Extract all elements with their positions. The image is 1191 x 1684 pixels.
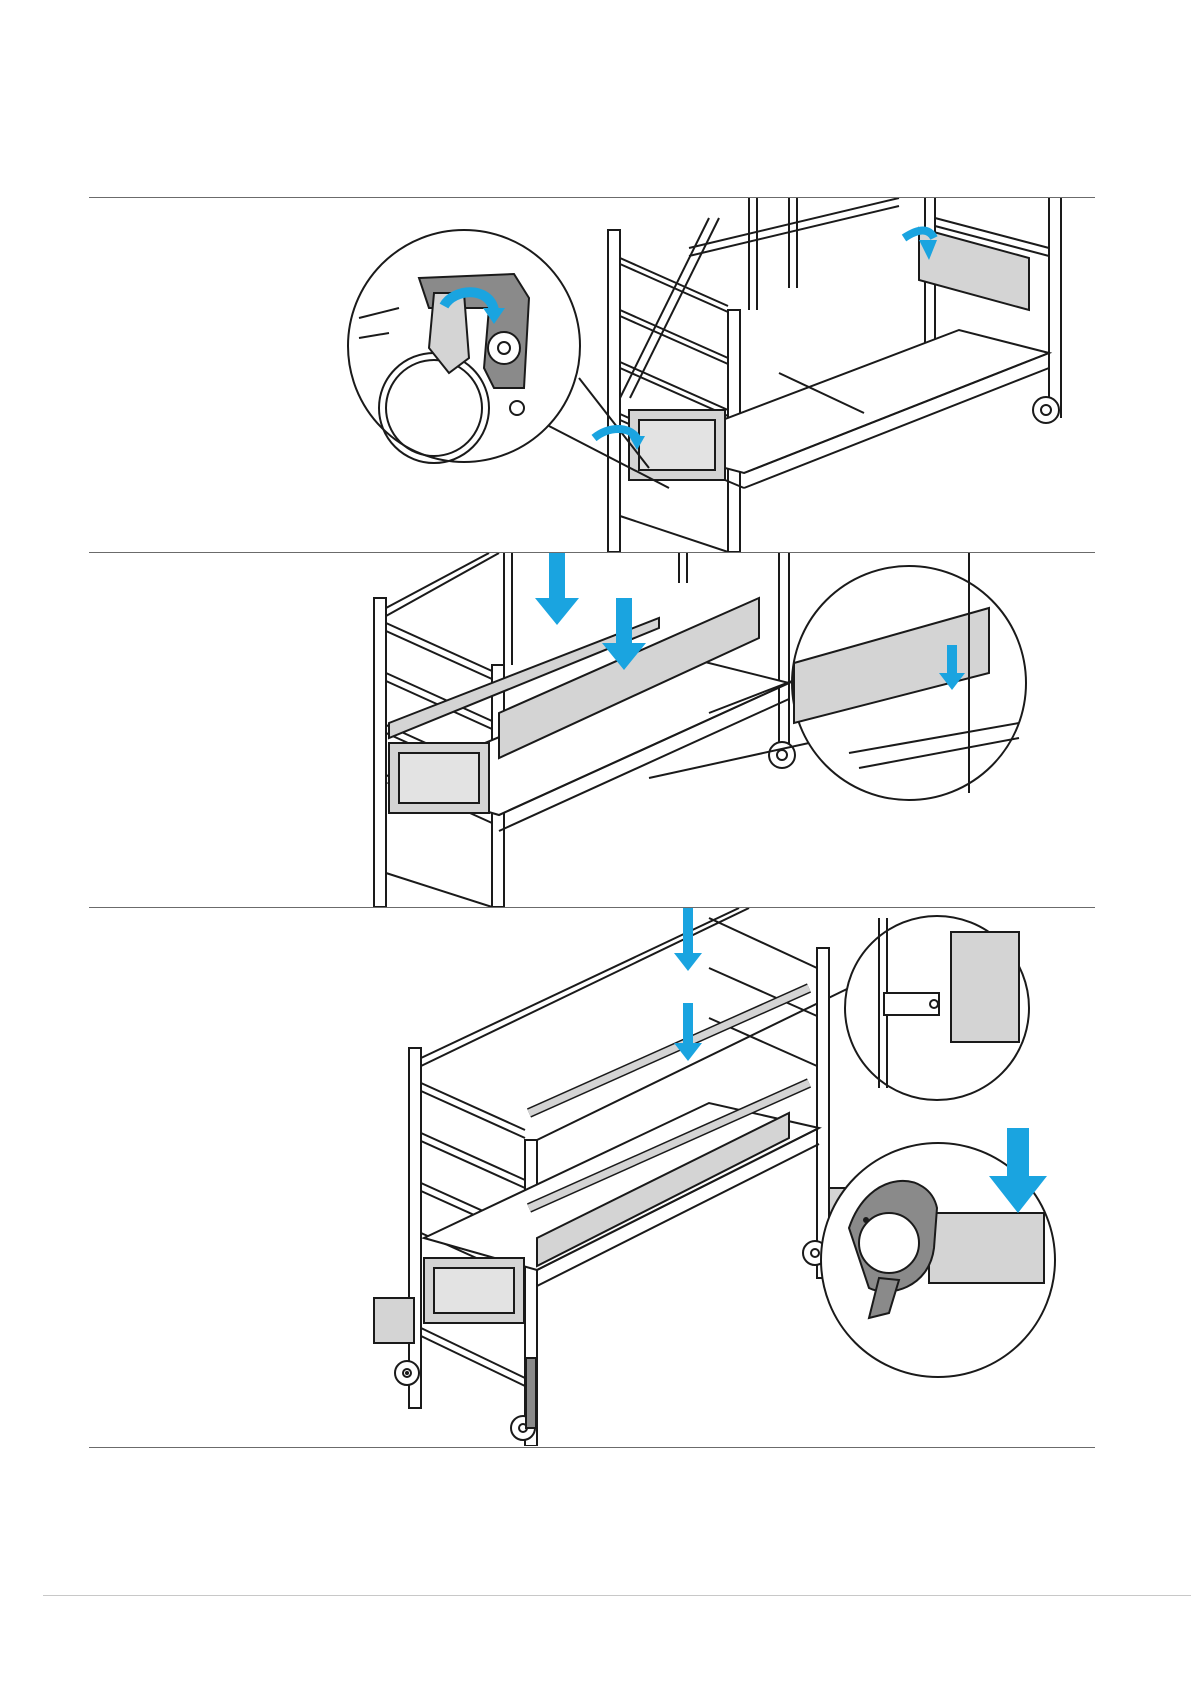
wheel-icon [405,1371,409,1375]
scaffold-end-frame-drawing [89,198,1095,552]
guardrail-clamp-drawing [89,908,1095,1446]
step-3-illustration [89,908,1095,1446]
step-1-illustration [89,198,1095,552]
down-arrow-icon [674,1003,702,1061]
section-divider-bottom [89,1447,1095,1448]
footer-divider [43,1595,1191,1596]
down-arrow-icon [674,908,702,971]
clamp-icon [863,1217,869,1223]
step-2-illustration [89,553,1095,907]
toe-board-placement-drawing [89,553,1095,907]
down-arrow-icon [535,553,579,625]
